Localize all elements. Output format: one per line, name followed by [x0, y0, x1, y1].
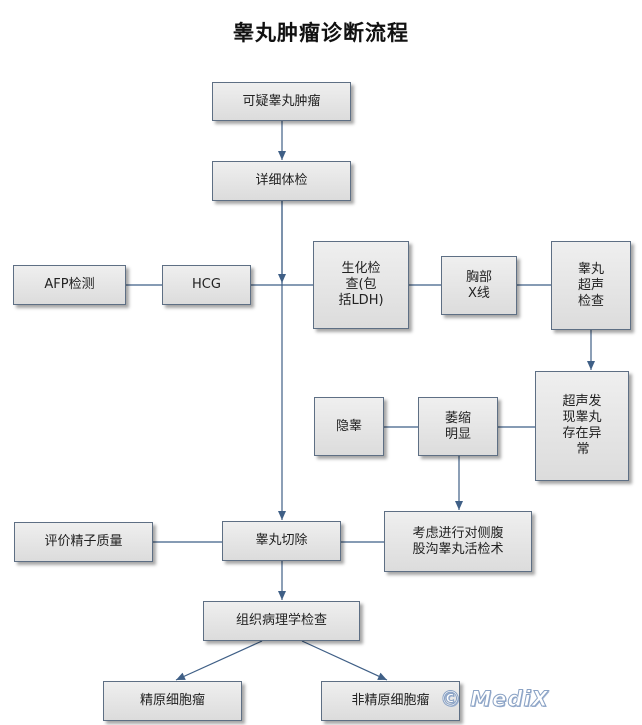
node-afp-test: AFP检测	[13, 265, 126, 305]
node-nonseminoma: 非精原细胞瘤	[321, 681, 460, 721]
diagram-title: 睾丸肿瘤诊断流程	[233, 21, 409, 45]
node-seminoma: 精原细胞瘤	[103, 681, 242, 721]
arrow-pathology-to-nonseminoma	[301, 640, 388, 681]
node-atrophy: 萎缩 明显	[418, 397, 498, 456]
watermark-logo: © MediX	[440, 687, 549, 712]
node-histopathology: 组织病理学检查	[203, 601, 360, 641]
node-biochemistry: 生化检 查(包 括LDH)	[313, 241, 409, 329]
node-physical-exam: 详细体检	[212, 161, 351, 201]
node-ultrasound-finding: 超声发 现睾丸 存在异 常	[535, 371, 629, 481]
node-semen-quality: 评价精子质量	[14, 522, 153, 562]
node-cryptorchidism: 隐睾	[314, 397, 384, 456]
node-suspected-tumor: 可疑睾丸肿瘤	[212, 82, 351, 121]
node-hcg: HCG	[162, 265, 251, 305]
node-orchiectomy: 睾丸切除	[222, 521, 341, 561]
node-chest-xray: 胸部 X线	[441, 256, 517, 315]
node-testis-ultrasound: 睾丸 超声 检查	[551, 241, 631, 330]
arrow-pathology-to-seminoma	[175, 640, 263, 681]
node-contralateral-biopsy: 考虑进行对侧腹 股沟睾丸活检术	[384, 511, 532, 572]
